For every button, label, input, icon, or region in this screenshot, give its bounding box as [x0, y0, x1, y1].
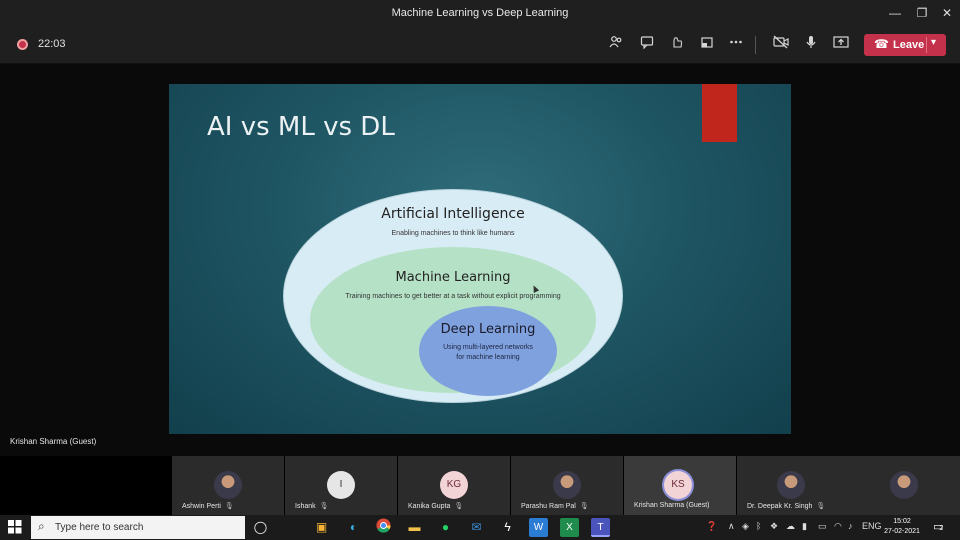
clock-date: 27-02-2021: [884, 528, 920, 535]
participant-tile[interactable]: Dr. Deepak Kr. Singh🎙: [737, 456, 849, 515]
task-view-icon[interactable]: ◯: [253, 520, 268, 534]
avatar: I: [327, 471, 355, 499]
participant-name: Ishank: [295, 503, 316, 510]
avatar: [890, 471, 918, 499]
mail-icon[interactable]: ✉: [471, 520, 482, 534]
help-icon[interactable]: ❓: [706, 521, 718, 531]
participant-tile-active[interactable]: KS Krishan Sharma (Guest): [624, 456, 736, 515]
mic-off-icon: 🎙: [454, 503, 464, 510]
slide-accent-rectangle: [702, 84, 737, 142]
onedrive-icon[interactable]: ☁: [786, 521, 795, 531]
language-indicator[interactable]: ENG: [862, 521, 882, 531]
usb-icon[interactable]: ▮: [802, 521, 807, 531]
bluetooth-icon[interactable]: ᛒ: [756, 521, 762, 531]
more-icon[interactable]: [726, 35, 746, 55]
whatsapp-icon[interactable]: ●: [441, 520, 450, 534]
window-title: Machine Learning vs Deep Learning: [391, 7, 569, 19]
leave-divider: [926, 37, 927, 53]
dl-description-line1: Using multi-layered networks: [443, 344, 533, 351]
zap-icon[interactable]: ϟ: [504, 520, 511, 534]
title-bar: Machine Learning vs Deep Learning — ❐ ✕: [0, 0, 960, 26]
participants-strip: Ashwin Perti🎙 I Ishank🎙 KG Kanika Gupta🎙…: [0, 456, 960, 515]
windows-start-icon[interactable]: [8, 520, 22, 534]
search-icon: ⌕: [38, 519, 45, 533]
ai-heading: Artificial Intelligence: [381, 206, 525, 222]
avatar: KG: [440, 471, 468, 499]
notifications-icon[interactable]: ▭2: [933, 521, 944, 533]
excel-icon[interactable]: X: [560, 518, 579, 537]
windows-taskbar: ⌕ Type here to search ◯ ▣ ◐ ▬ ● ✉ ϟ W X …: [0, 515, 960, 540]
avatar: KS: [664, 471, 692, 499]
participant-tile[interactable]: I Ishank🎙: [285, 456, 397, 515]
reactions-icon[interactable]: [667, 35, 687, 55]
battery-icon[interactable]: ▭: [818, 521, 827, 531]
participants-icon[interactable]: [606, 35, 626, 55]
avatar: [214, 471, 242, 499]
participant-name: Parashu Ram Pal: [521, 503, 576, 510]
share-icon[interactable]: [831, 35, 851, 55]
mic-icon[interactable]: [801, 35, 821, 55]
mic-off-icon: 🎙: [224, 503, 234, 510]
dl-ellipse: [419, 306, 557, 396]
tray-app-icon[interactable]: ◈: [742, 521, 749, 531]
participant-tile[interactable]: Parashu Ram Pal🎙: [511, 456, 623, 515]
minimize-button[interactable]: —: [889, 6, 901, 20]
chevron-up-icon[interactable]: ∧: [728, 521, 735, 531]
store-icon[interactable]: ▣: [315, 520, 328, 534]
word-icon[interactable]: W: [529, 518, 548, 537]
file-explorer-icon[interactable]: ▬: [408, 520, 421, 534]
mic-off-icon: 🎙: [816, 503, 826, 510]
volume-icon[interactable]: ♪: [848, 521, 853, 531]
taskbar-clock[interactable]: 15:02 27-02-2021: [880, 517, 924, 537]
clock-time: 15:02: [893, 518, 911, 525]
meeting-timer: 22:03: [38, 38, 66, 50]
participant-name: Krishan Sharma (Guest): [634, 502, 710, 509]
wifi-icon[interactable]: ◠: [834, 521, 842, 531]
search-placeholder: Type here to search: [55, 522, 144, 533]
hang-up-icon: ☎: [874, 37, 889, 51]
dl-description-line2: for machine learning: [456, 354, 520, 361]
restore-button[interactable]: ❐: [916, 6, 928, 20]
dl-description: Using multi-layered networks for machine…: [429, 343, 547, 363]
participant-name: Ashwin Perti: [182, 503, 221, 510]
participant-tile[interactable]: Ashwin Perti🎙: [172, 456, 284, 515]
meeting-toolbar: 22:03 ☎ Leave ▾: [0, 26, 960, 64]
presentation-slide: AI vs ML vs DL Artificial Intelligence E…: [169, 84, 791, 434]
taskbar-search-box[interactable]: ⌕ Type here to search: [31, 516, 245, 539]
camera-off-icon[interactable]: [771, 35, 791, 55]
dl-heading: Deep Learning: [440, 322, 536, 337]
teams-icon[interactable]: T: [591, 518, 610, 537]
ml-heading: Machine Learning: [395, 270, 511, 285]
mic-off-icon: 🎙: [579, 503, 589, 510]
presenter-name: Krishan Sharma (Guest): [10, 437, 97, 446]
dropbox-icon[interactable]: ❖: [770, 521, 779, 531]
rooms-icon[interactable]: [697, 35, 717, 55]
participant-tile[interactable]: KG Kanika Gupta🎙: [398, 456, 510, 515]
participant-name: Kanika Gupta: [408, 503, 451, 510]
leave-label: Leave: [893, 39, 925, 51]
avatar: [553, 471, 581, 499]
chat-icon[interactable]: [637, 35, 657, 55]
ml-description: Training machines to get better at a tas…: [345, 293, 561, 300]
edge-icon[interactable]: ◐: [349, 520, 358, 534]
chevron-down-icon[interactable]: ▾: [931, 37, 937, 48]
recording-icon: [17, 39, 28, 50]
participant-tile[interactable]: [848, 456, 960, 515]
notification-count: 2: [939, 525, 944, 532]
close-button[interactable]: ✕: [941, 6, 953, 20]
ai-description: Enabling machines to think like humans: [391, 230, 515, 237]
shared-content-stage: AI vs ML vs DL Artificial Intelligence E…: [0, 64, 960, 456]
participant-name: Dr. Deepak Kr. Singh: [747, 503, 813, 510]
chrome-icon[interactable]: [374, 518, 393, 537]
avatar: [777, 471, 805, 499]
mic-off-icon: 🎙: [319, 503, 329, 510]
leave-button[interactable]: ☎ Leave ▾: [864, 34, 946, 56]
toolbar-divider: [755, 36, 756, 54]
slide-title: AI vs ML vs DL: [207, 112, 395, 142]
